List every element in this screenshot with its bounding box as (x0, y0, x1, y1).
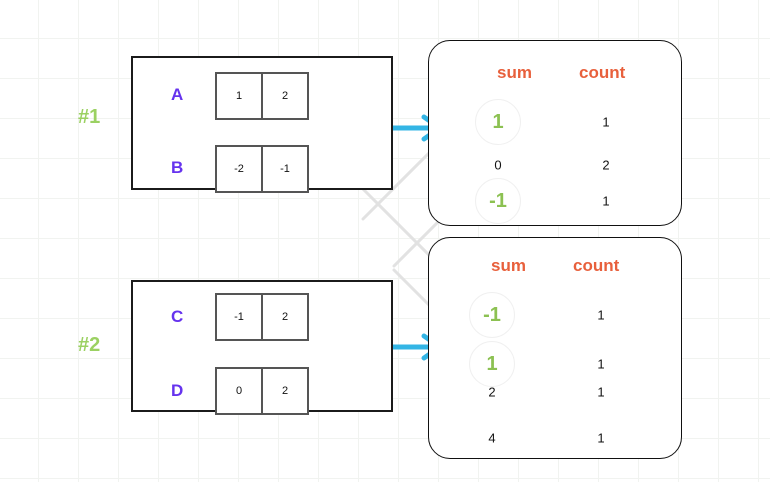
panel-2-sum-1: 1 (469, 341, 515, 387)
cell-d-1: 2 (261, 367, 309, 415)
cell-a-0: 1 (215, 72, 263, 120)
panel-2-count-1: 1 (597, 356, 605, 372)
partition-box-2: C -1 2 D 0 2 (131, 280, 393, 415)
panel-2-count-3: 1 (597, 430, 605, 446)
panel-2-sum-3: 4 (488, 430, 496, 446)
cell-pair-a: 1 2 (215, 72, 309, 120)
panel-2-count-2: 1 (597, 384, 605, 400)
panel-2-count-0: 1 (597, 307, 605, 323)
row-label-a: A (171, 85, 184, 104)
cell-d-0: 0 (215, 367, 263, 415)
panel-2-sum-0: -1 (469, 292, 515, 338)
group-label-2: #2 (78, 334, 101, 356)
cell-c-0: -1 (215, 293, 263, 341)
row-label-d: D (171, 381, 184, 400)
panel-1-sum-1: 0 (494, 157, 502, 173)
aggregate-panel-2: sum count -1 1 1 1 2 1 4 1 (428, 237, 682, 459)
panel-1-count-0: 1 (602, 114, 610, 130)
cell-pair-d: 0 2 (215, 367, 309, 415)
cell-c-1: 2 (261, 293, 309, 341)
panel-1-sum-0: 1 (475, 99, 521, 145)
panel-2-header-count: count (573, 256, 620, 275)
panel-2-header-sum: sum (491, 256, 526, 275)
panel-1-count-1: 2 (602, 157, 610, 173)
row-label-c: C (171, 307, 184, 326)
aggregate-panel-1: sum count 1 1 0 2 -1 1 (428, 40, 682, 226)
panel-1-header-count: count (579, 63, 626, 82)
panel-1-header-sum: sum (497, 63, 532, 82)
group-label-1: #1 (78, 106, 101, 128)
panel-2-sum-2: 2 (488, 384, 496, 400)
partition-box-1: A 1 2 B -2 -1 (131, 56, 393, 193)
panel-1-sum-2: -1 (475, 178, 521, 224)
cell-a-1: 2 (261, 72, 309, 120)
cell-b-1: -1 (261, 145, 309, 193)
panel-1-count-2: 1 (602, 193, 610, 209)
cell-pair-c: -1 2 (215, 293, 309, 341)
cell-pair-b: -2 -1 (215, 145, 309, 193)
row-label-b: B (171, 158, 184, 177)
cell-b-0: -2 (215, 145, 263, 193)
